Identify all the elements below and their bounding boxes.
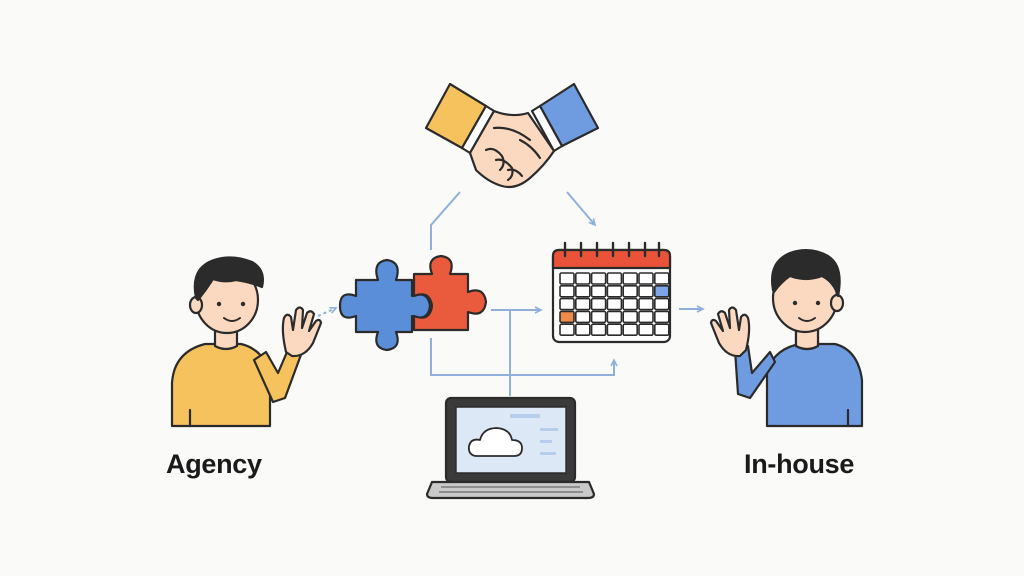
calendar-day-cell xyxy=(606,310,623,324)
inhouse-person-icon xyxy=(709,249,864,428)
calendar-day-cell xyxy=(638,310,654,324)
calendar-day-cell xyxy=(653,310,670,324)
calendar-day-cell xyxy=(622,297,639,311)
calendar-day-cell xyxy=(590,284,607,298)
calendar-icon xyxy=(551,241,672,344)
calendar-rings xyxy=(563,241,661,258)
calendar-day-cell xyxy=(606,272,623,285)
agency-person-icon xyxy=(170,256,323,428)
connector-puzzle-to-calendar-lower xyxy=(430,338,618,376)
calendar-day-cell xyxy=(574,272,591,285)
handshake-icon xyxy=(424,82,600,189)
calendar-day-cell xyxy=(622,310,639,324)
calendar-day-cell xyxy=(606,323,623,337)
connector-handshake-to-calendar xyxy=(566,191,597,227)
connectors xyxy=(317,191,705,396)
calendar-day-cell xyxy=(606,284,623,298)
laptop-cloud-icon xyxy=(425,396,596,500)
calendar-grid xyxy=(559,272,670,337)
puzzle-piece-blue xyxy=(338,258,432,352)
calendar-day-cell xyxy=(653,272,670,285)
agency-label: Agency xyxy=(166,449,262,479)
calendar-day-cell xyxy=(559,297,575,311)
connector-agency-to-puzzle xyxy=(317,306,338,317)
calendar-day-cell xyxy=(559,284,575,298)
calendar-day-cell xyxy=(574,310,591,324)
calendar-day-cell xyxy=(590,272,607,285)
calendar-day-cell xyxy=(638,297,654,311)
calendar-day-cell xyxy=(653,297,670,311)
calendar-day-cell xyxy=(653,323,670,337)
cloud-icon xyxy=(467,427,523,457)
connector-handshake-to-puzzle xyxy=(430,191,461,250)
calendar-day-cell xyxy=(653,284,670,298)
calendar-day-cell xyxy=(622,272,639,285)
puzzle-piece-red xyxy=(412,254,488,332)
inhouse-label: In-house xyxy=(744,449,855,479)
calendar-day-cell xyxy=(559,310,575,324)
calendar-day-cell xyxy=(622,323,639,337)
calendar-day-cell xyxy=(559,323,575,337)
calendar-day-cell xyxy=(638,284,654,298)
calendar-day-cell xyxy=(622,284,639,298)
calendar-day-cell xyxy=(638,323,654,337)
calendar-day-cell xyxy=(590,297,607,311)
calendar-day-cell xyxy=(574,284,591,298)
calendar-day-cell xyxy=(559,272,575,285)
calendar-day-cell xyxy=(574,297,591,311)
calendar-day-cell xyxy=(606,297,623,311)
calendar-day-cell xyxy=(590,310,607,324)
calendar-day-cell xyxy=(638,272,654,285)
laptop-keyboard xyxy=(439,486,583,493)
calendar-day-cell xyxy=(590,323,607,337)
puzzle-pieces-icon xyxy=(338,254,488,352)
calendar-day-cell xyxy=(574,323,591,337)
